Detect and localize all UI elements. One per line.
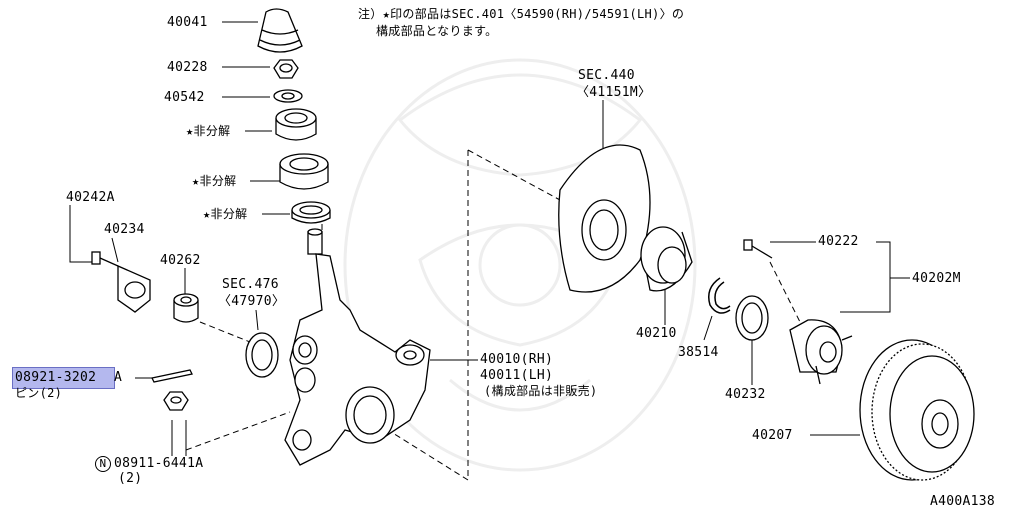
part-label-40202M[interactable]: 40202M <box>912 271 961 286</box>
bushing-40262 <box>173 293 199 323</box>
nut-symbol-icon: N <box>95 456 111 472</box>
bearing-middle <box>279 153 329 190</box>
boot-40041 <box>257 8 303 53</box>
part-label-40010-rh[interactable]: 40010(RH) <box>480 352 554 367</box>
sensor-40234 <box>117 265 151 313</box>
sec476-title[interactable]: SEC.476 <box>222 277 279 292</box>
part-label-08911-6441A[interactable]: 08911-6441A <box>114 456 204 471</box>
watermark-emblem <box>343 58 697 472</box>
part-label-40232[interactable]: 40232 <box>725 387 766 402</box>
part-label-40207[interactable]: 40207 <box>752 428 793 443</box>
note-line-1: 注）★印の部品はSEC.401〈54590(RH)/54591(LH)〉の <box>358 7 685 21</box>
seal-lower <box>291 201 331 224</box>
sensor-ring-47970 <box>245 332 279 378</box>
part-label-40222[interactable]: 40222 <box>818 234 859 249</box>
part-label-40234[interactable]: 40234 <box>104 222 145 237</box>
assembly-lines <box>185 149 801 481</box>
snap-ring-38514 <box>708 277 731 314</box>
part-label-40228[interactable]: 40228 <box>167 60 208 75</box>
note-line-2: 構成部品となります。 <box>376 24 498 38</box>
part-qty-08911: (2) <box>118 471 143 486</box>
sec440-title[interactable]: SEC.440 <box>578 68 635 83</box>
nut-40228 <box>273 59 299 79</box>
wheel-hub-40202M <box>789 319 853 385</box>
brake-rotor-40207 <box>859 339 975 481</box>
seal-40232 <box>735 295 769 341</box>
nut-08911 <box>163 391 189 411</box>
part-label-40542[interactable]: 40542 <box>164 90 205 105</box>
part-label-40011-lh[interactable]: 40011(LH) <box>480 368 554 383</box>
part-label-40210[interactable]: 40210 <box>636 326 677 341</box>
knuckle-note: (構成部品は非販売) <box>484 384 598 398</box>
non-disassembly-label-1: ★非分解 <box>186 124 231 138</box>
selected-part-highlight <box>12 367 115 389</box>
part-label-40242A[interactable]: 40242A <box>66 190 115 205</box>
diagram-id: A400A138 <box>930 494 996 509</box>
non-disassembly-label-3: ★非分解 <box>203 207 248 221</box>
wheel-bearing-40210 <box>640 226 693 292</box>
pin-qty-label: ピン(2) <box>15 386 63 400</box>
dust-shield-41151M <box>558 144 651 293</box>
hub-bolt-40222 <box>743 239 773 259</box>
bolt-40242A <box>91 251 119 267</box>
washer-40542 <box>273 89 303 103</box>
steering-knuckle <box>284 228 431 466</box>
part-label-08921-3202[interactable]: 08921-3202 <box>15 370 97 385</box>
pin-08921 <box>151 369 193 383</box>
non-disassembly-label-2: ★非分解 <box>192 174 237 188</box>
bearing-upper <box>275 108 317 141</box>
sec440-part[interactable]: 〈41151M〉 <box>576 85 652 100</box>
part-label-38514[interactable]: 38514 <box>678 345 719 360</box>
part-label-08921-suffix[interactable]: A <box>114 370 123 385</box>
part-label-40041[interactable]: 40041 <box>167 15 208 30</box>
part-label-40262[interactable]: 40262 <box>160 253 201 268</box>
sec476-part[interactable]: 〈47970〉 <box>218 294 286 309</box>
